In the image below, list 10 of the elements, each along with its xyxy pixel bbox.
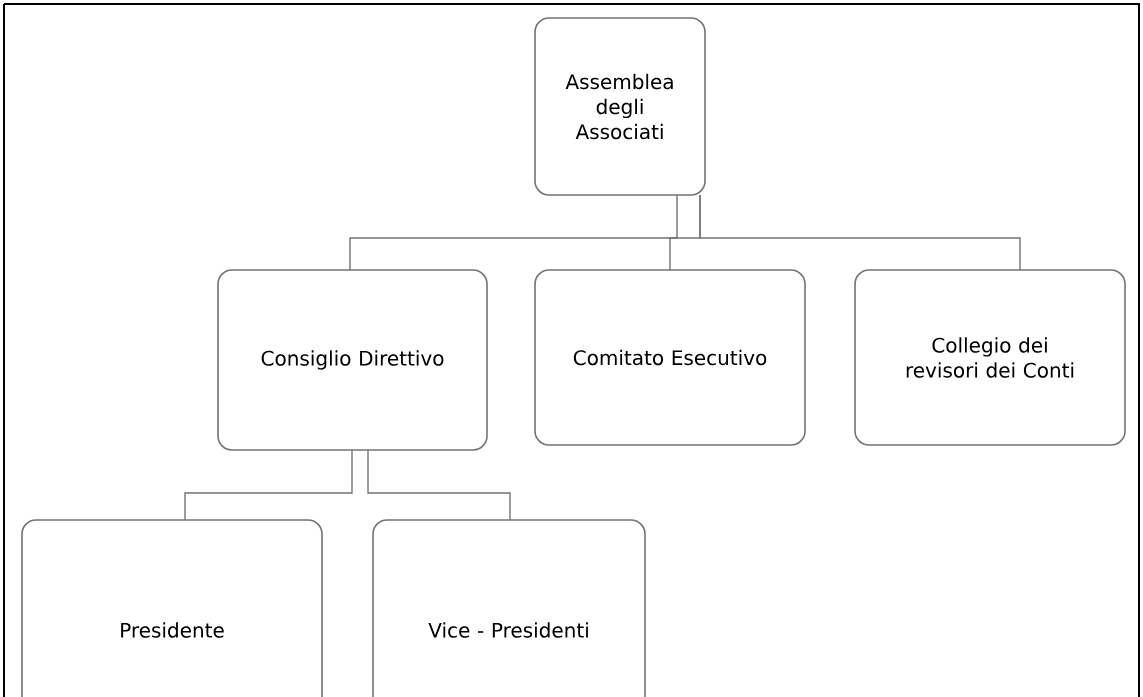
connector — [184, 449, 353, 521]
org-box: Collegio dei revisori dei Conti — [854, 269, 1126, 446]
connector — [367, 449, 511, 521]
connector — [349, 194, 678, 271]
org-box: Assemblea degli Associati — [534, 17, 706, 196]
org-box: Consiglio Direttivo — [217, 269, 488, 451]
connector — [699, 194, 1021, 271]
org-box: Vice - Presidenti — [372, 519, 646, 697]
org-box: Presidente — [21, 519, 323, 697]
org-box: Comitato Esecutivo — [534, 269, 806, 446]
